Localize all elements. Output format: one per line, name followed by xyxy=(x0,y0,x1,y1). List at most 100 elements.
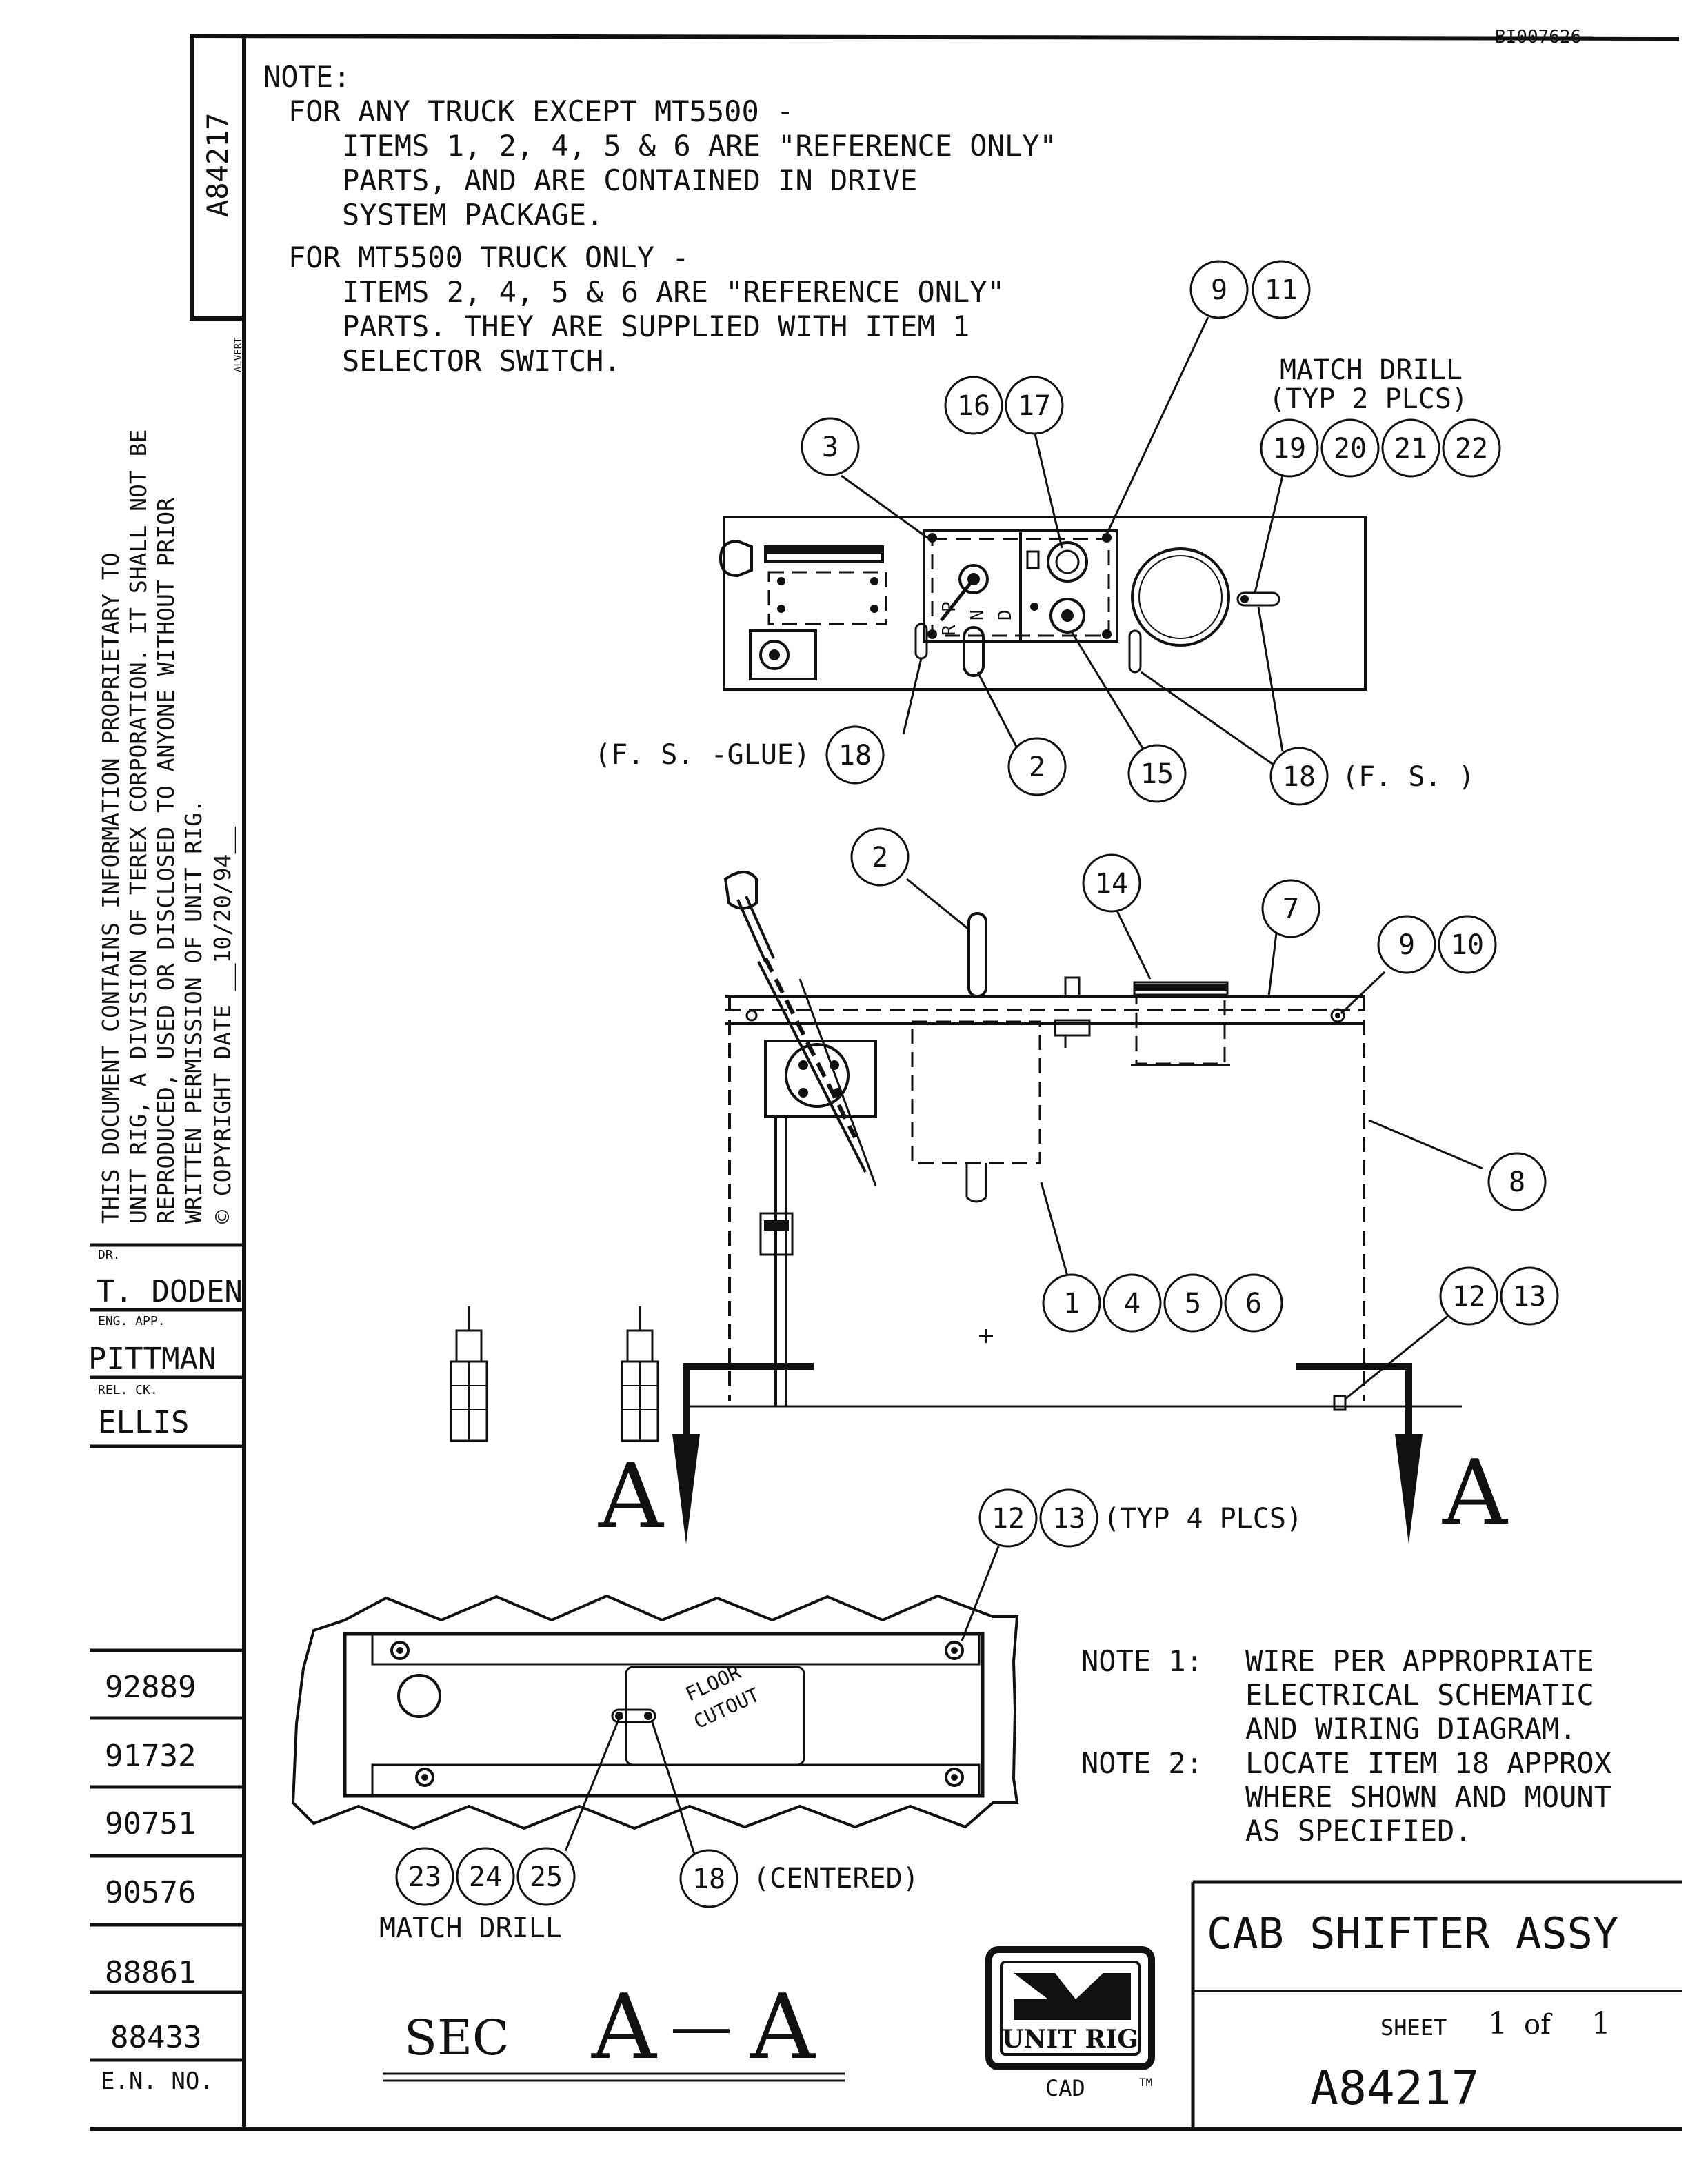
note-line-7: PARTS. THEY ARE SUPPLIED WITH ITEM 1 xyxy=(342,310,969,343)
svg-text:22: 22 xyxy=(1455,433,1488,465)
bubble-2-top: 2 xyxy=(1007,737,1067,796)
note-line-1: FOR ANY TRUCK EXCEPT MT5500 - xyxy=(288,94,794,128)
sheet-total: 1 xyxy=(1591,2006,1611,2041)
en-no-label: E.N. NO. xyxy=(101,2067,214,2095)
svg-text:10: 10 xyxy=(1451,929,1484,961)
note-1-line-1: WIRE PER APPROPRIATE xyxy=(1245,1644,1594,1678)
bubble-23: 23 xyxy=(395,1847,454,1906)
en-number-1: 92889 xyxy=(105,1670,196,1705)
sheet-label: SHEET xyxy=(1380,2014,1447,2041)
section-label: SEC A — A xyxy=(383,1974,845,2082)
match-drill-top: MATCH DRILL xyxy=(1280,354,1463,386)
bubble-25: 25 xyxy=(516,1847,576,1906)
en-number-4: 90576 xyxy=(105,1875,196,1910)
svg-text:20: 20 xyxy=(1334,433,1367,465)
side-block: A84217 ALVERT THIS DOCUMENT CONTAINS INF… xyxy=(88,34,246,2095)
gear-r: R xyxy=(939,625,960,636)
sheet-frame xyxy=(90,34,1682,2131)
callout-labels: MATCH DRILL (TYP 2 PLCS) (F. S. -GLUE) (… xyxy=(379,354,1475,1944)
svg-text:21: 21 xyxy=(1394,433,1427,465)
svg-text:7: 7 xyxy=(1283,893,1299,925)
side-small-label: ALVERT xyxy=(233,337,244,372)
fs-glue-label: (F. S. -GLUE) xyxy=(594,739,810,771)
trademark: TM xyxy=(1139,2076,1152,2089)
drawing-title: CAB SHIFTER ASSY xyxy=(1207,1908,1618,1959)
bubble-7: 7 xyxy=(1261,879,1320,938)
svg-text:12: 12 xyxy=(992,1503,1025,1535)
svg-text:11: 11 xyxy=(1265,274,1298,306)
typ-4-plcs: (TYP 4 PLCS) xyxy=(1103,1503,1303,1535)
note-line-4: SYSTEM PACKAGE. xyxy=(342,198,603,232)
item-bubbles: 9 11 16 17 3 19 20 21 22 18 2 15 18 2 14… xyxy=(395,260,1559,1908)
note-line-5: FOR MT5500 TRUCK ONLY - xyxy=(288,241,690,274)
svg-text:5: 5 xyxy=(1185,1288,1201,1320)
note-2-line-1: LOCATE ITEM 18 APPROX xyxy=(1245,1746,1611,1780)
note-line-8: SELECTOR SWITCH. xyxy=(342,344,621,378)
note-1-label: NOTE 1: xyxy=(1081,1644,1203,1678)
bubble-9-side: 9 xyxy=(1377,915,1436,974)
en-number-2: 91732 xyxy=(105,1739,196,1774)
rel-ck-name: ELLIS xyxy=(98,1405,189,1440)
bubble-17: 17 xyxy=(1005,376,1064,435)
svg-text:13: 13 xyxy=(1513,1281,1546,1313)
cut-letter-left: A xyxy=(598,1444,665,1548)
proprietary-line-1: THIS DOCUMENT CONTAINS INFORMATION PROPR… xyxy=(97,552,124,1224)
section-dash: — xyxy=(670,1990,732,2063)
note-2-line-3: AS SPECIFIED. xyxy=(1245,1814,1472,1848)
logo-text: UNIT RIG xyxy=(1002,2025,1138,2054)
svg-text:18: 18 xyxy=(1283,761,1316,793)
bubble-20: 20 xyxy=(1320,418,1380,478)
note-heading: NOTE: xyxy=(263,60,350,94)
svg-text:9: 9 xyxy=(1398,929,1415,961)
bubble-19: 19 xyxy=(1260,418,1319,478)
bubble-18-centered: 18 xyxy=(679,1849,738,1908)
proprietary-line-3: REPRODUCED, USED OR DISCLOSED TO ANYONE … xyxy=(152,498,179,1224)
svg-text:14: 14 xyxy=(1095,868,1128,900)
leader-lines xyxy=(564,316,1483,1866)
cad-label: CAD xyxy=(1045,2075,1085,2101)
note-line-3: PARTS, AND ARE CONTAINED IN DRIVE xyxy=(342,163,917,197)
bubble-18-glue: 18 xyxy=(825,725,885,785)
bubble-13-side: 13 xyxy=(1500,1266,1559,1326)
bottom-notes: NOTE 1: WIRE PER APPROPRIATE ELECTRICAL … xyxy=(1081,1644,1611,1848)
svg-text:18: 18 xyxy=(692,1863,725,1895)
sheet-number: 1 xyxy=(1488,2006,1507,2041)
bubble-5: 5 xyxy=(1163,1273,1223,1333)
bubble-22: 22 xyxy=(1442,418,1501,478)
gear-d: D xyxy=(995,609,1016,620)
svg-text:4: 4 xyxy=(1124,1288,1141,1320)
bubble-11: 11 xyxy=(1252,260,1311,319)
section-view: FLOOR CUTOUT xyxy=(291,1594,1019,1830)
bubble-12-side: 12 xyxy=(1439,1266,1498,1326)
note-2-line-2: WHERE SHOWN AND MOUNT xyxy=(1245,1780,1611,1814)
note-1-line-3: AND WIRING DIAGRAM. xyxy=(1245,1712,1576,1746)
typ-2-plcs: (TYP 2 PLCS) xyxy=(1269,383,1468,415)
top-notes: NOTE: FOR ANY TRUCK EXCEPT MT5500 - ITEM… xyxy=(263,60,1057,378)
svg-text:13: 13 xyxy=(1052,1503,1085,1535)
title-block: CAB SHIFTER ASSY SHEET 1 of 1 A84217 UNI… xyxy=(985,1908,1618,2116)
note-2-label: NOTE 2: xyxy=(1081,1746,1203,1780)
svg-text:12: 12 xyxy=(1452,1281,1485,1313)
bubble-18-fs: 18 xyxy=(1269,747,1329,806)
bubble-2-side: 2 xyxy=(850,827,910,887)
sheet-of: of xyxy=(1524,2009,1553,2041)
eng-app-name: PITTMAN xyxy=(88,1342,216,1377)
svg-text:16: 16 xyxy=(957,390,990,422)
svg-text:15: 15 xyxy=(1141,758,1174,790)
proprietary-line-2: UNIT RIG, A DIVISION OF TEREX CORPORATIO… xyxy=(125,429,152,1224)
svg-text:23: 23 xyxy=(408,1861,441,1893)
note-line-6: ITEMS 2, 4, 5 & 6 ARE "REFERENCE ONLY" xyxy=(342,275,1005,309)
drawing-number: A84217 xyxy=(1310,2061,1480,2116)
proprietary-line-4: WRITTEN PERMISSION OF UNIT RIG. xyxy=(180,799,207,1224)
en-number-6: 88433 xyxy=(110,2020,201,2055)
bubble-8: 8 xyxy=(1487,1152,1547,1211)
bubble-10: 10 xyxy=(1438,915,1497,974)
bubble-12-sec: 12 xyxy=(978,1488,1038,1548)
section-cut-markers: A A xyxy=(598,1363,1509,1548)
eng-app-label: ENG. APP. xyxy=(98,1314,165,1328)
drawn-by-label: DR. xyxy=(98,1248,121,1262)
section-letter-1: A xyxy=(591,1974,658,2079)
en-number-3: 90751 xyxy=(105,1806,196,1841)
bubble-3: 3 xyxy=(801,417,860,476)
